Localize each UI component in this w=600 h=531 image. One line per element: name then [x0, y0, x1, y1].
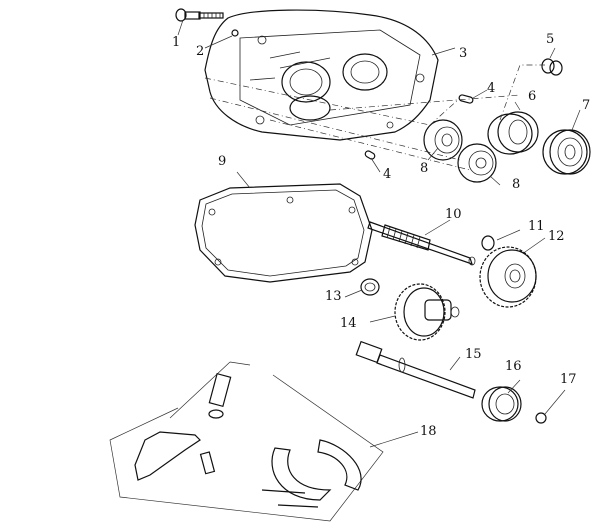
callout-1: 1 — [172, 35, 181, 50]
part-8-bearing-upper — [423, 119, 463, 161]
callout-6: 6 — [528, 89, 537, 104]
callout-18: 18 — [420, 424, 437, 439]
callout-9: 9 — [218, 154, 227, 169]
part-2-washer — [231, 29, 239, 37]
leader-lines — [177, 19, 581, 448]
part-13-washer — [360, 278, 380, 296]
part-10-shaft — [367, 221, 476, 266]
callout-13: 13 — [325, 289, 342, 304]
callout-12: 12 — [548, 229, 565, 244]
part-9-gasket — [194, 183, 373, 283]
part-15-output-shaft — [355, 340, 476, 399]
callout-2: 2 — [196, 44, 205, 59]
callout-16: 16 — [505, 359, 522, 374]
callout-8-lower: 8 — [512, 177, 521, 192]
part-17-nut — [535, 412, 547, 424]
callout-17: 17 — [560, 372, 577, 387]
callout-10: 10 — [445, 207, 462, 222]
callout-7: 7 — [582, 98, 591, 113]
alignment-lines — [204, 64, 545, 171]
part-12-gear — [479, 246, 537, 308]
callout-3: 3 — [459, 46, 468, 61]
part-11-circlip — [481, 235, 495, 251]
callout-11: 11 — [528, 219, 545, 234]
part-5-plug — [541, 58, 563, 76]
callout-4-lower: 4 — [383, 167, 392, 182]
callout-8-upper: 8 — [420, 161, 429, 176]
callout-14: 14 — [340, 316, 357, 331]
part-4-dowel-pin-lower — [364, 150, 376, 160]
callout-15: 15 — [465, 347, 482, 362]
callout-5: 5 — [546, 32, 555, 47]
part-1-bolt — [175, 8, 224, 22]
part-14-gear — [394, 283, 460, 341]
callout-4-upper: 4 — [487, 81, 496, 96]
part-4-dowel-pin-upper — [458, 94, 474, 104]
part-3-transmission-case — [204, 9, 439, 141]
part-18-brake-assembly — [109, 361, 384, 522]
part-6-oil-seal — [487, 111, 539, 155]
part-7-bearing — [542, 129, 591, 175]
part-16-bearing — [481, 386, 522, 422]
part-8-bearing-lower — [457, 143, 497, 183]
